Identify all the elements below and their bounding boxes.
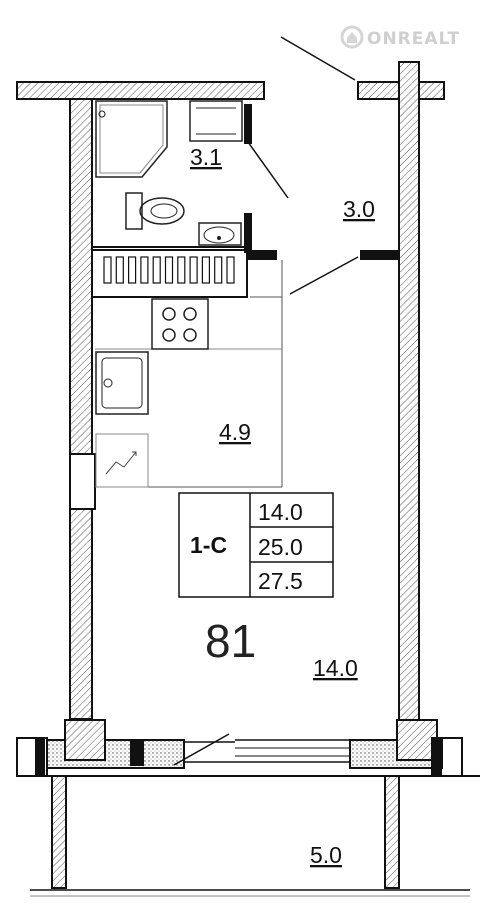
- hall-partition-right: [360, 250, 400, 260]
- kitchen-area-label: 4.9: [219, 419, 251, 445]
- top-wall: [16, 81, 265, 100]
- living-area-value: 14.0: [258, 499, 303, 525]
- vent-fin: [152, 256, 161, 284]
- total-area-value: 25.0: [258, 534, 303, 560]
- window-wall: [16, 719, 480, 777]
- balcony-area-label: 5.0: [310, 842, 342, 868]
- watermark-text: ONREALT: [367, 29, 460, 49]
- unit-number: 81: [205, 615, 256, 667]
- bathroom-door: [247, 141, 289, 199]
- toilet: [125, 192, 185, 230]
- vent-fin: [115, 256, 124, 284]
- ventilation-duct: [91, 249, 248, 298]
- vent-fin: [177, 256, 186, 284]
- bathroom-area-label: 3.1: [190, 144, 222, 170]
- shower-cabin: [95, 100, 168, 178]
- vent-fin: [189, 256, 198, 284]
- living-area-label: 14.0: [313, 655, 358, 681]
- vent-fin: [164, 256, 174, 284]
- kitchen-zone: [95, 260, 283, 488]
- watermark: ONREALT: [340, 25, 460, 49]
- bathroom-partition-lower: [244, 213, 252, 253]
- bathroom-sink: [198, 222, 242, 246]
- total-with-balcony-value: 27.5: [258, 568, 303, 594]
- vent-fin: [128, 256, 137, 284]
- right-wall: [398, 61, 420, 721]
- vent-fin: [201, 256, 210, 284]
- hall-door: [289, 256, 359, 295]
- left-wall-column: [69, 453, 96, 510]
- vent-fin: [140, 256, 149, 284]
- vent-fin: [226, 256, 235, 284]
- hallway-area-label: 3.0: [343, 196, 375, 222]
- refrigerator: [95, 433, 149, 488]
- kitchen-sink: [95, 351, 149, 415]
- entry-door: [280, 36, 356, 81]
- vent-fin: [103, 256, 112, 284]
- balcony: [30, 775, 470, 897]
- logo-icon: [340, 25, 364, 49]
- washing-machine: [189, 100, 243, 142]
- bathroom-partition-right: [244, 104, 252, 144]
- left-wall: [69, 98, 93, 720]
- summary-box: 1-С 14.0 25.0 27.5: [178, 492, 334, 598]
- hall-partition-left: [247, 250, 277, 260]
- vent-fin: [214, 256, 223, 284]
- stove: [151, 298, 209, 350]
- apartment-type: 1-С: [190, 532, 227, 558]
